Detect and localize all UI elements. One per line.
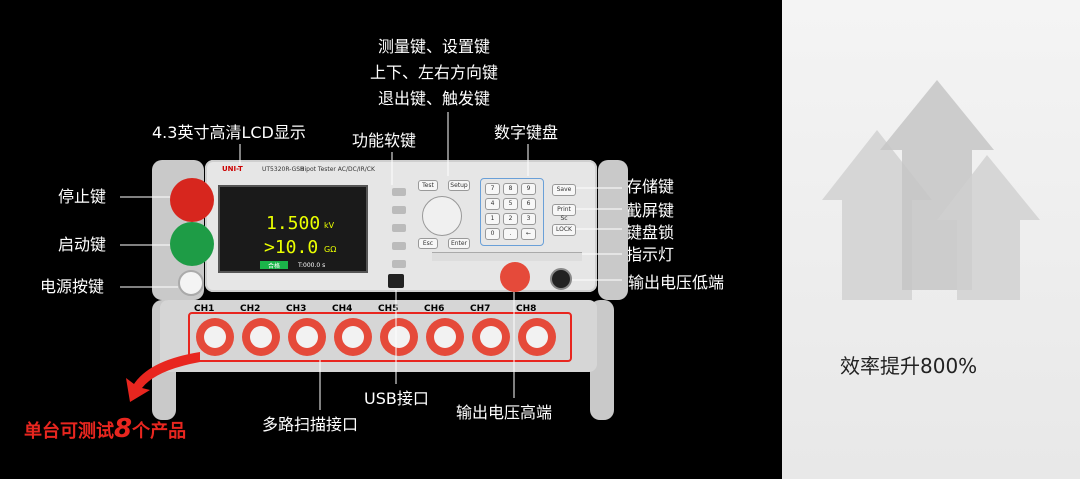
esc-key[interactable]: Esc: [418, 238, 438, 249]
numpad-key[interactable]: 0: [485, 228, 500, 240]
lcd-voltage-value: 1.500: [266, 213, 321, 234]
channel-label: CH2: [240, 304, 261, 314]
channel-label: CH5: [378, 304, 399, 314]
channel-socket-4[interactable]: [334, 318, 372, 356]
numpad-key[interactable]: 8: [503, 183, 518, 195]
callout-keylock: 键盘锁: [626, 223, 675, 242]
save-key[interactable]: Save: [552, 184, 576, 196]
power-button[interactable]: [178, 270, 204, 296]
numpad: 7 8 9 4 5 6 1 2 3 0 . ←: [480, 178, 544, 246]
lcd-screen: 1.500 kV >10.0 GΩ 合格 T:000.0 s: [218, 185, 368, 273]
softkey-4[interactable]: [392, 242, 406, 250]
brand-logo: UNI-T: [222, 165, 243, 173]
numpad-key[interactable]: .: [503, 228, 518, 240]
numpad-key[interactable]: 6: [521, 198, 536, 210]
softkey-5[interactable]: [392, 260, 406, 268]
numpad-key[interactable]: 2: [503, 213, 518, 225]
callout-lcd: 4.3英寸高清LCD显示: [152, 123, 306, 142]
usb-port[interactable]: [388, 274, 404, 288]
lcd-voltage-unit: kV: [324, 221, 335, 230]
callout-top-keys-line2: 上下、左右方向键: [370, 63, 499, 82]
callout-store: 存储键: [626, 177, 675, 196]
callout-screenshot: 截屏键: [626, 201, 675, 220]
channel-label: CH3: [286, 304, 307, 314]
channel-label: CH7: [470, 304, 491, 314]
callout-power: 电源按键: [40, 277, 105, 296]
highlight-capacity: 单台可测试8个产品: [24, 414, 186, 444]
numpad-key[interactable]: 4: [485, 198, 500, 210]
highlight-suffix: 个产品: [132, 421, 187, 442]
channel-label: CH8: [516, 304, 537, 314]
callout-top-keys-line1: 测量键、设置键: [378, 37, 491, 56]
numpad-key[interactable]: 1: [485, 213, 500, 225]
device-right-handle: [598, 160, 628, 300]
model-label: UT5320R-GS8: [262, 166, 304, 173]
callout-top-keys-line3: 退出键、触发键: [378, 89, 491, 108]
stop-button[interactable]: [170, 178, 214, 222]
numpad-key[interactable]: 5: [503, 198, 518, 210]
efficiency-caption: 效率提升800%: [840, 354, 978, 378]
callout-numpad: 数字键盘: [494, 123, 559, 142]
callout-low-output: 输出电压低端: [628, 273, 725, 292]
channel-socket-6[interactable]: [426, 318, 464, 356]
channel-socket-3[interactable]: [288, 318, 326, 356]
enter-key[interactable]: Enter: [448, 238, 470, 249]
low-voltage-terminal[interactable]: [550, 268, 572, 290]
callout-start: 启动键: [58, 235, 107, 254]
direction-pad[interactable]: [422, 196, 462, 236]
numpad-key[interactable]: ←: [521, 228, 536, 240]
test-key[interactable]: Test: [418, 180, 438, 191]
channel-socket-5[interactable]: [380, 318, 418, 356]
lcd-timer: T:000.0 s: [298, 262, 326, 269]
callout-stop: 停止键: [58, 187, 107, 206]
callout-multi-scan: 多路扫描接口: [262, 415, 359, 434]
lcd-resistance-unit: GΩ: [324, 245, 337, 254]
lcd-pass-badge: 合格: [260, 261, 288, 270]
numpad-key[interactable]: 3: [521, 213, 536, 225]
high-voltage-terminal[interactable]: [500, 262, 530, 292]
lcd-resistance-value: >10.0: [264, 237, 319, 258]
device-subtitle: Hipot Tester AC/DC/IR/CK: [300, 166, 375, 173]
numpad-key[interactable]: 9: [521, 183, 536, 195]
channel-label: CH6: [424, 304, 445, 314]
numpad-key[interactable]: 7: [485, 183, 500, 195]
start-button[interactable]: [170, 222, 214, 266]
softkey-3[interactable]: [392, 224, 406, 232]
callout-usb: USB接口: [364, 389, 429, 408]
setup-key[interactable]: Setup: [448, 180, 470, 191]
channel-socket-7[interactable]: [472, 318, 510, 356]
channel-socket-1[interactable]: [196, 318, 234, 356]
callout-high-output: 输出电压高端: [456, 403, 553, 422]
softkey-2[interactable]: [392, 206, 406, 214]
channel-label: CH1: [194, 304, 215, 314]
print-screen-key[interactable]: Print Sc: [552, 204, 576, 222]
channel-socket-2[interactable]: [242, 318, 280, 356]
lock-key[interactable]: LOCK: [552, 224, 576, 236]
efficiency-panel: [782, 0, 1080, 479]
channel-label: CH4: [332, 304, 353, 314]
highlight-prefix: 单台可测试: [24, 421, 114, 442]
indicator-lights: [432, 252, 582, 261]
channel-highlight-box: [188, 312, 572, 362]
callout-indicator: 指示灯: [626, 245, 675, 264]
callout-softkey: 功能软键: [352, 131, 417, 150]
softkey-1[interactable]: [392, 188, 406, 196]
highlight-number: 8: [114, 414, 133, 444]
channel-socket-8[interactable]: [518, 318, 556, 356]
upward-arrows-graphic: [822, 80, 1040, 300]
